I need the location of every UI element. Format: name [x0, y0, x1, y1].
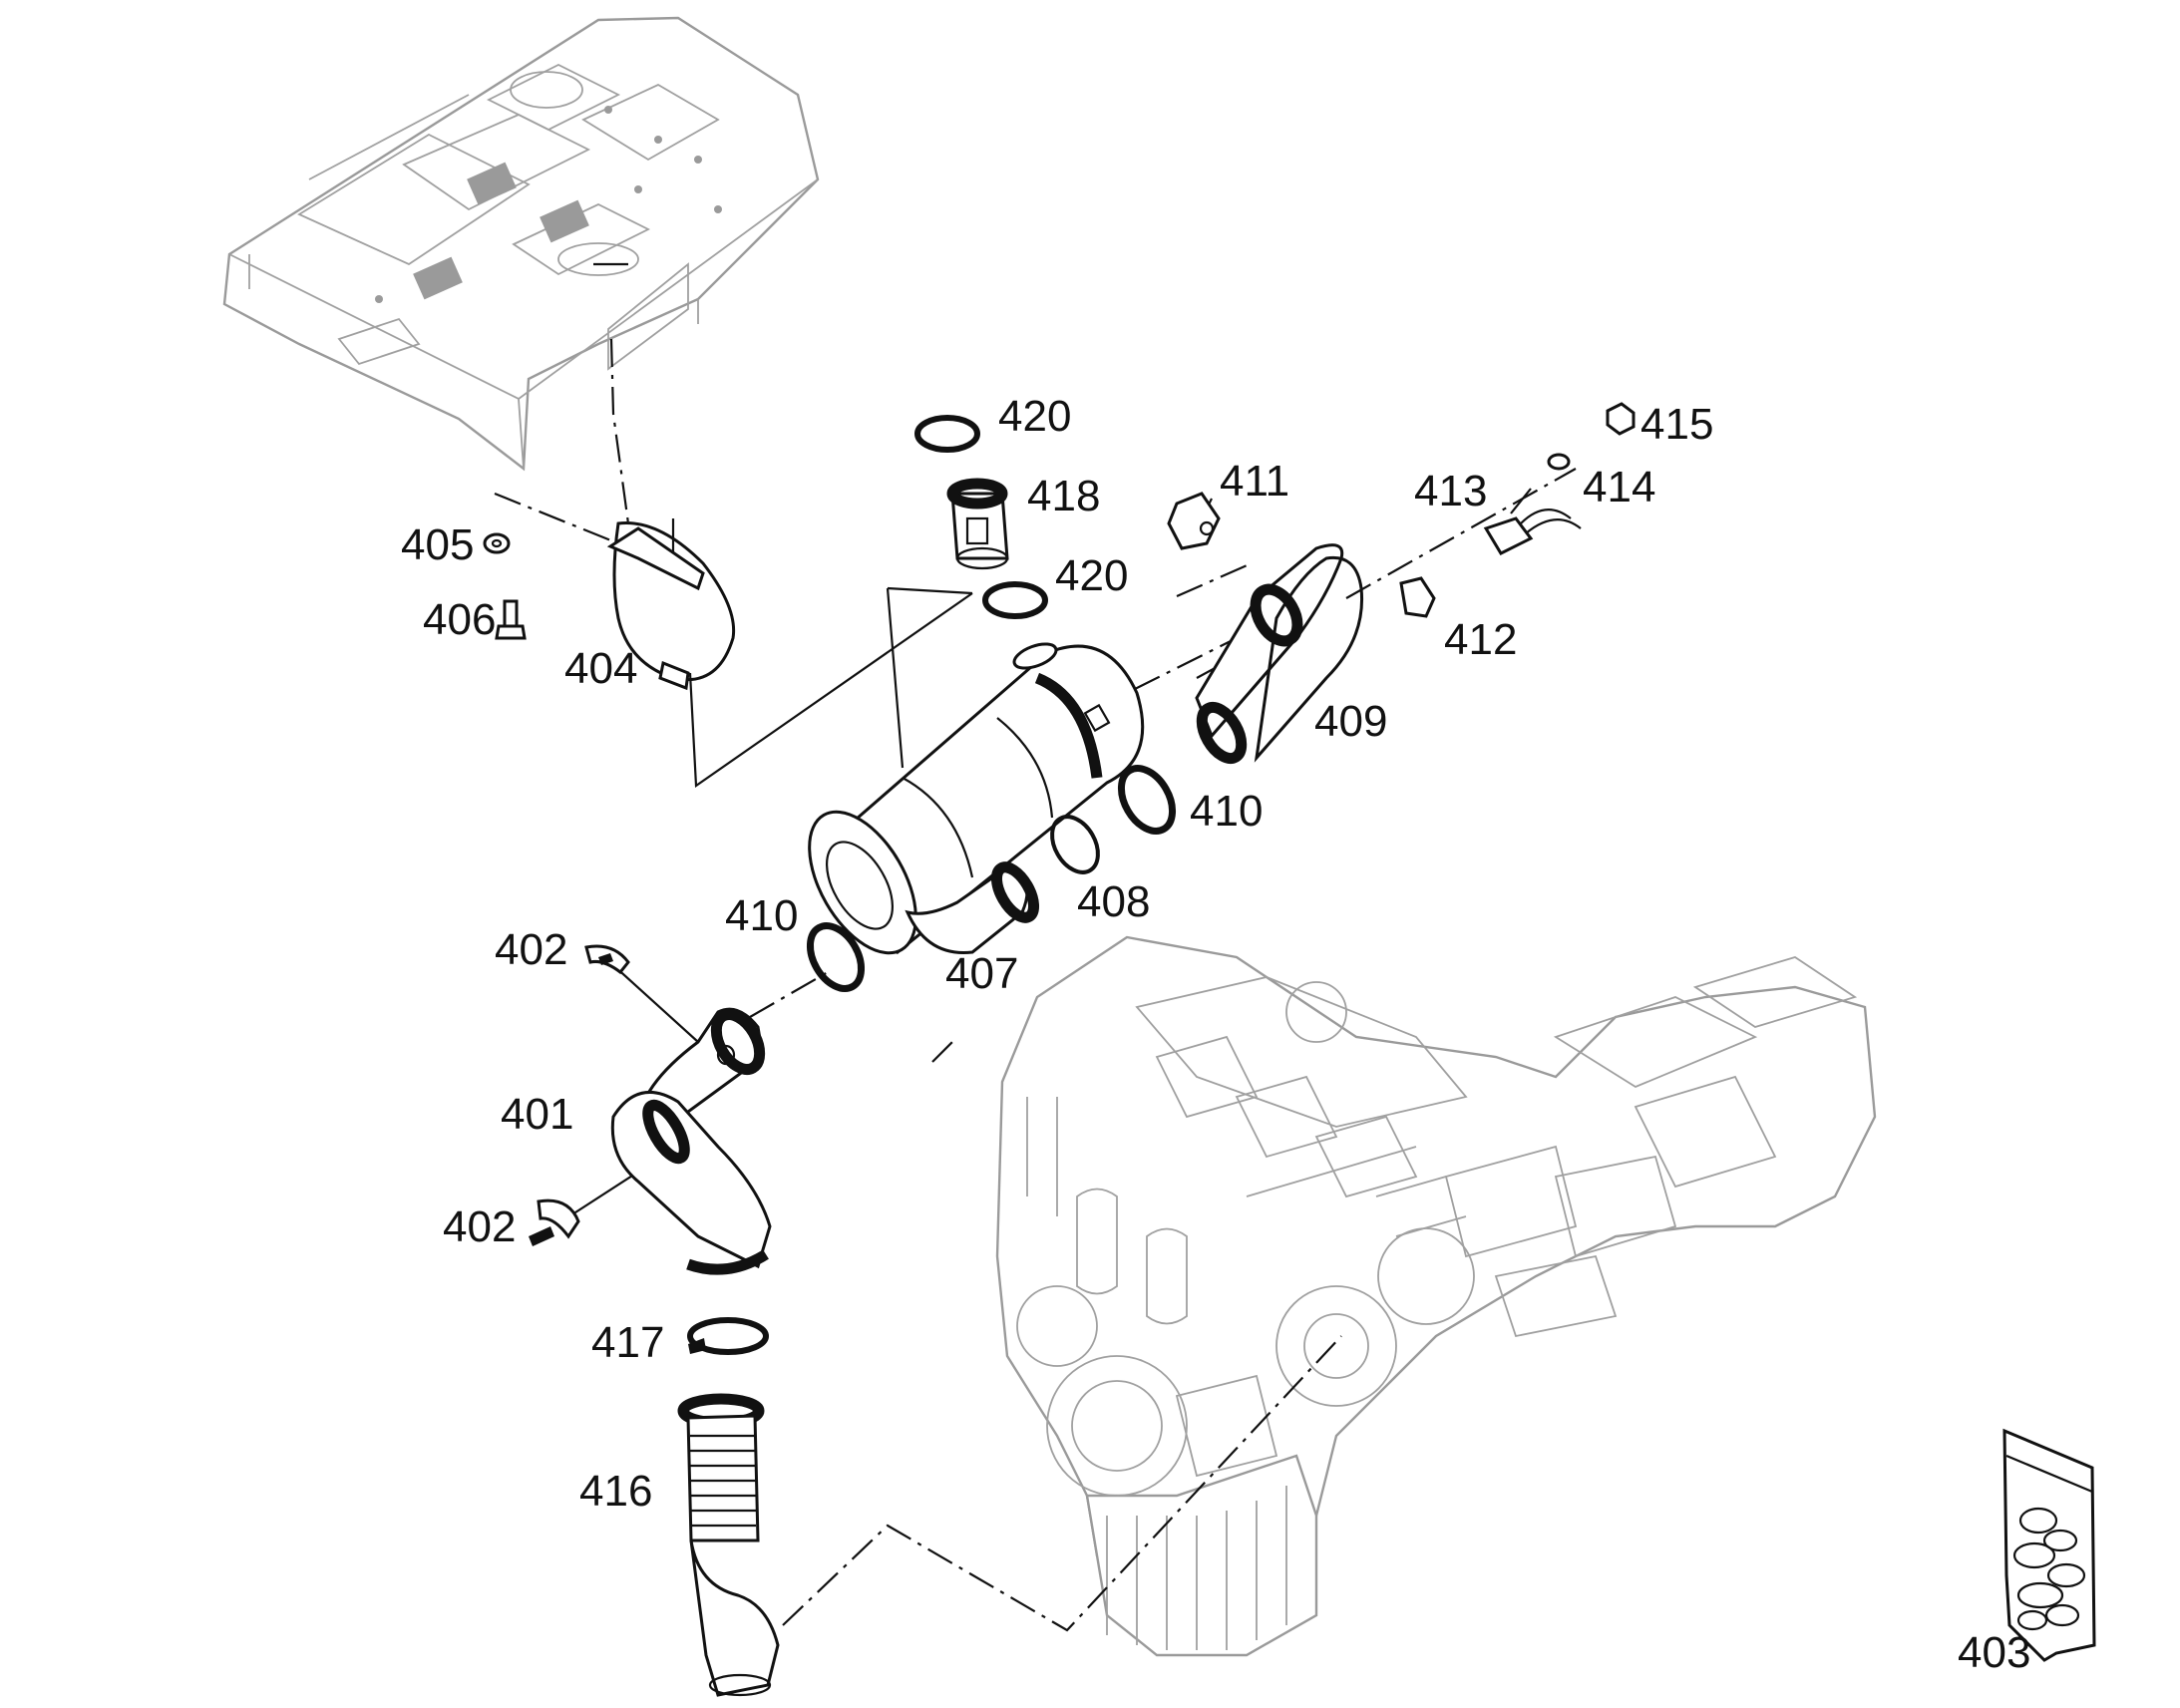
clamp-402-upper	[584, 944, 630, 975]
washer-405	[483, 532, 511, 554]
cab-floor-panel	[222, 16, 820, 472]
leader-lines	[557, 262, 973, 1224]
mounting-clamp-404	[606, 521, 736, 691]
washer-414	[1547, 453, 1571, 471]
ring-408	[1050, 815, 1100, 874]
callout-401: 401	[501, 1090, 573, 1139]
elbow-pipe-401	[610, 1007, 772, 1275]
callout-402-upper: 402	[495, 925, 567, 974]
clamp-402-lower	[529, 1198, 580, 1246]
flex-pipe-416	[677, 1393, 780, 1697]
callout-410-right: 410	[1190, 787, 1263, 836]
pipe-409	[1195, 543, 1364, 765]
callout-403: 403	[1958, 1628, 2030, 1677]
clamp-410-upper	[1117, 765, 1177, 835]
sensor-413	[1483, 488, 1582, 555]
outlet-pipe-407	[905, 861, 1040, 954]
callout-420-upper: 420	[998, 392, 1071, 441]
callout-labels: 401 402 402 403 404 405 406 407 408 409 …	[401, 392, 2030, 1677]
callout-409: 409	[1314, 697, 1387, 746]
assembly-centre-lines	[494, 338, 1577, 1632]
callout-404: 404	[564, 644, 637, 693]
clamp-420-upper	[914, 415, 980, 453]
callout-408: 408	[1077, 877, 1150, 926]
clamp-417	[687, 1317, 769, 1355]
callout-411: 411	[1220, 457, 1289, 506]
o-ring-kit-bag	[2002, 1428, 2096, 1662]
callout-413: 413	[1414, 467, 1487, 515]
nut-415	[1606, 402, 1635, 436]
clamp-420-lower	[982, 581, 1048, 619]
bolt-406	[495, 599, 527, 640]
callout-406: 406	[423, 595, 496, 644]
sleeve-418	[946, 478, 1009, 570]
callout-412: 412	[1444, 615, 1517, 664]
engine-transmission-assembly	[995, 935, 1877, 1657]
gasket-412	[1399, 576, 1436, 618]
callout-415: 415	[1640, 400, 1713, 449]
callout-402-lower: 402	[443, 1202, 516, 1251]
callout-417: 417	[591, 1318, 664, 1367]
callout-405: 405	[401, 520, 474, 569]
callout-418: 418	[1027, 472, 1100, 520]
callout-416: 416	[579, 1467, 652, 1516]
callout-420-lower: 420	[1055, 551, 1128, 600]
cap-411	[1167, 492, 1221, 550]
callout-414: 414	[1583, 463, 1655, 512]
clamp-410-lower	[806, 922, 866, 992]
callout-407: 407	[945, 949, 1018, 998]
callout-410-left: 410	[725, 891, 798, 940]
